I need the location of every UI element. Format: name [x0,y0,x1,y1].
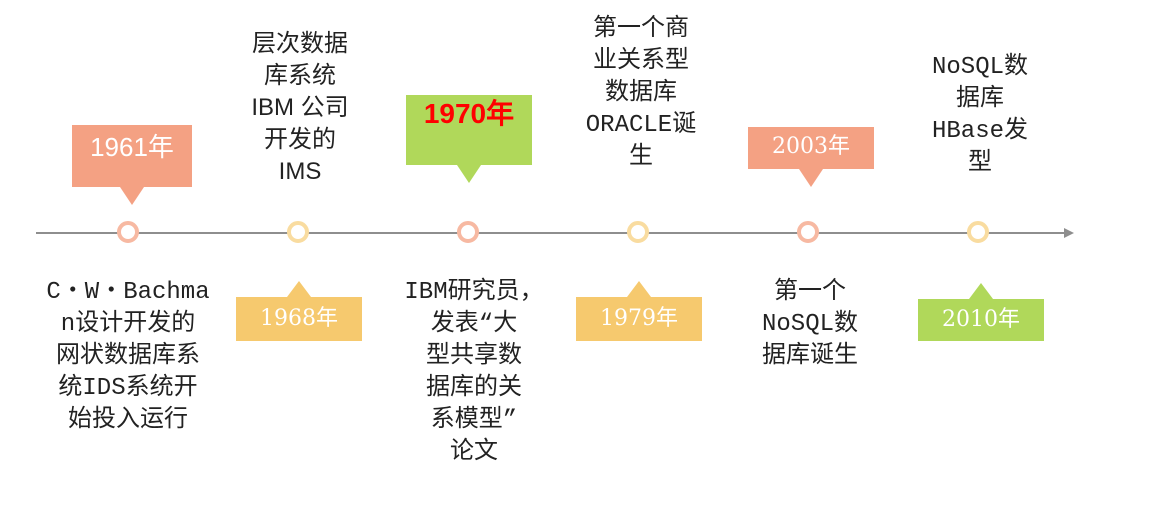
tag-pointer-2003 [799,169,823,187]
year-label-1968: 1968年 [260,306,338,331]
tag-pointer-1979 [627,281,651,297]
timeline-dot-1979 [627,221,649,243]
timeline-axis [36,232,1066,234]
timeline-dot-1968 [287,221,309,243]
timeline-dot-2010 [967,221,989,243]
year-label-1970: 1970年 [423,98,515,129]
timeline-arrow-icon [1064,228,1074,238]
timeline-dot-1970 [457,221,479,243]
timeline-dot-1961 [117,221,139,243]
event-desc-1961: C・W・Bachma n设计开发的 网状数据库系 统IDS系统开 始投入运行 [46,279,210,434]
year-label-2010: 2010年 [942,307,1020,332]
year-label-1979: 1979年 [600,306,678,331]
year-label-2003: 2003年 [772,134,850,159]
tag-pointer-1968 [287,281,311,297]
event-desc-2010: NoSQL数 据库 HBase发 型 [931,54,1028,177]
year-label-1961: 1961年 [90,132,174,162]
year-tag-1961: 1961年 [72,125,192,205]
tag-pointer-2010 [969,283,993,299]
tag-pointer-1970 [457,165,481,183]
event-desc-1968: 层次数据 库系统 IBM 公司 开发的 IMS [251,30,349,185]
timeline-dot-2003 [797,221,819,243]
year-tag-1970: 1970年 [406,95,532,183]
year-tag-1979: 1979年 [576,281,702,341]
year-tag-1968: 1968年 [236,281,362,341]
year-tag-2010: 2010年 [918,283,1044,341]
event-desc-2003: 第一个 NoSQL数 据库诞生 [761,279,858,370]
event-desc-1970: IBM研究员， 发表“大 型共享数 据库的关 系模型” 论文 [404,279,544,466]
tag-pointer-1961 [120,187,144,205]
event-desc-1979: 第一个商 业关系型 数据库 ORACLE诞 生 [585,16,697,171]
year-tag-2003: 2003年 [748,127,874,187]
